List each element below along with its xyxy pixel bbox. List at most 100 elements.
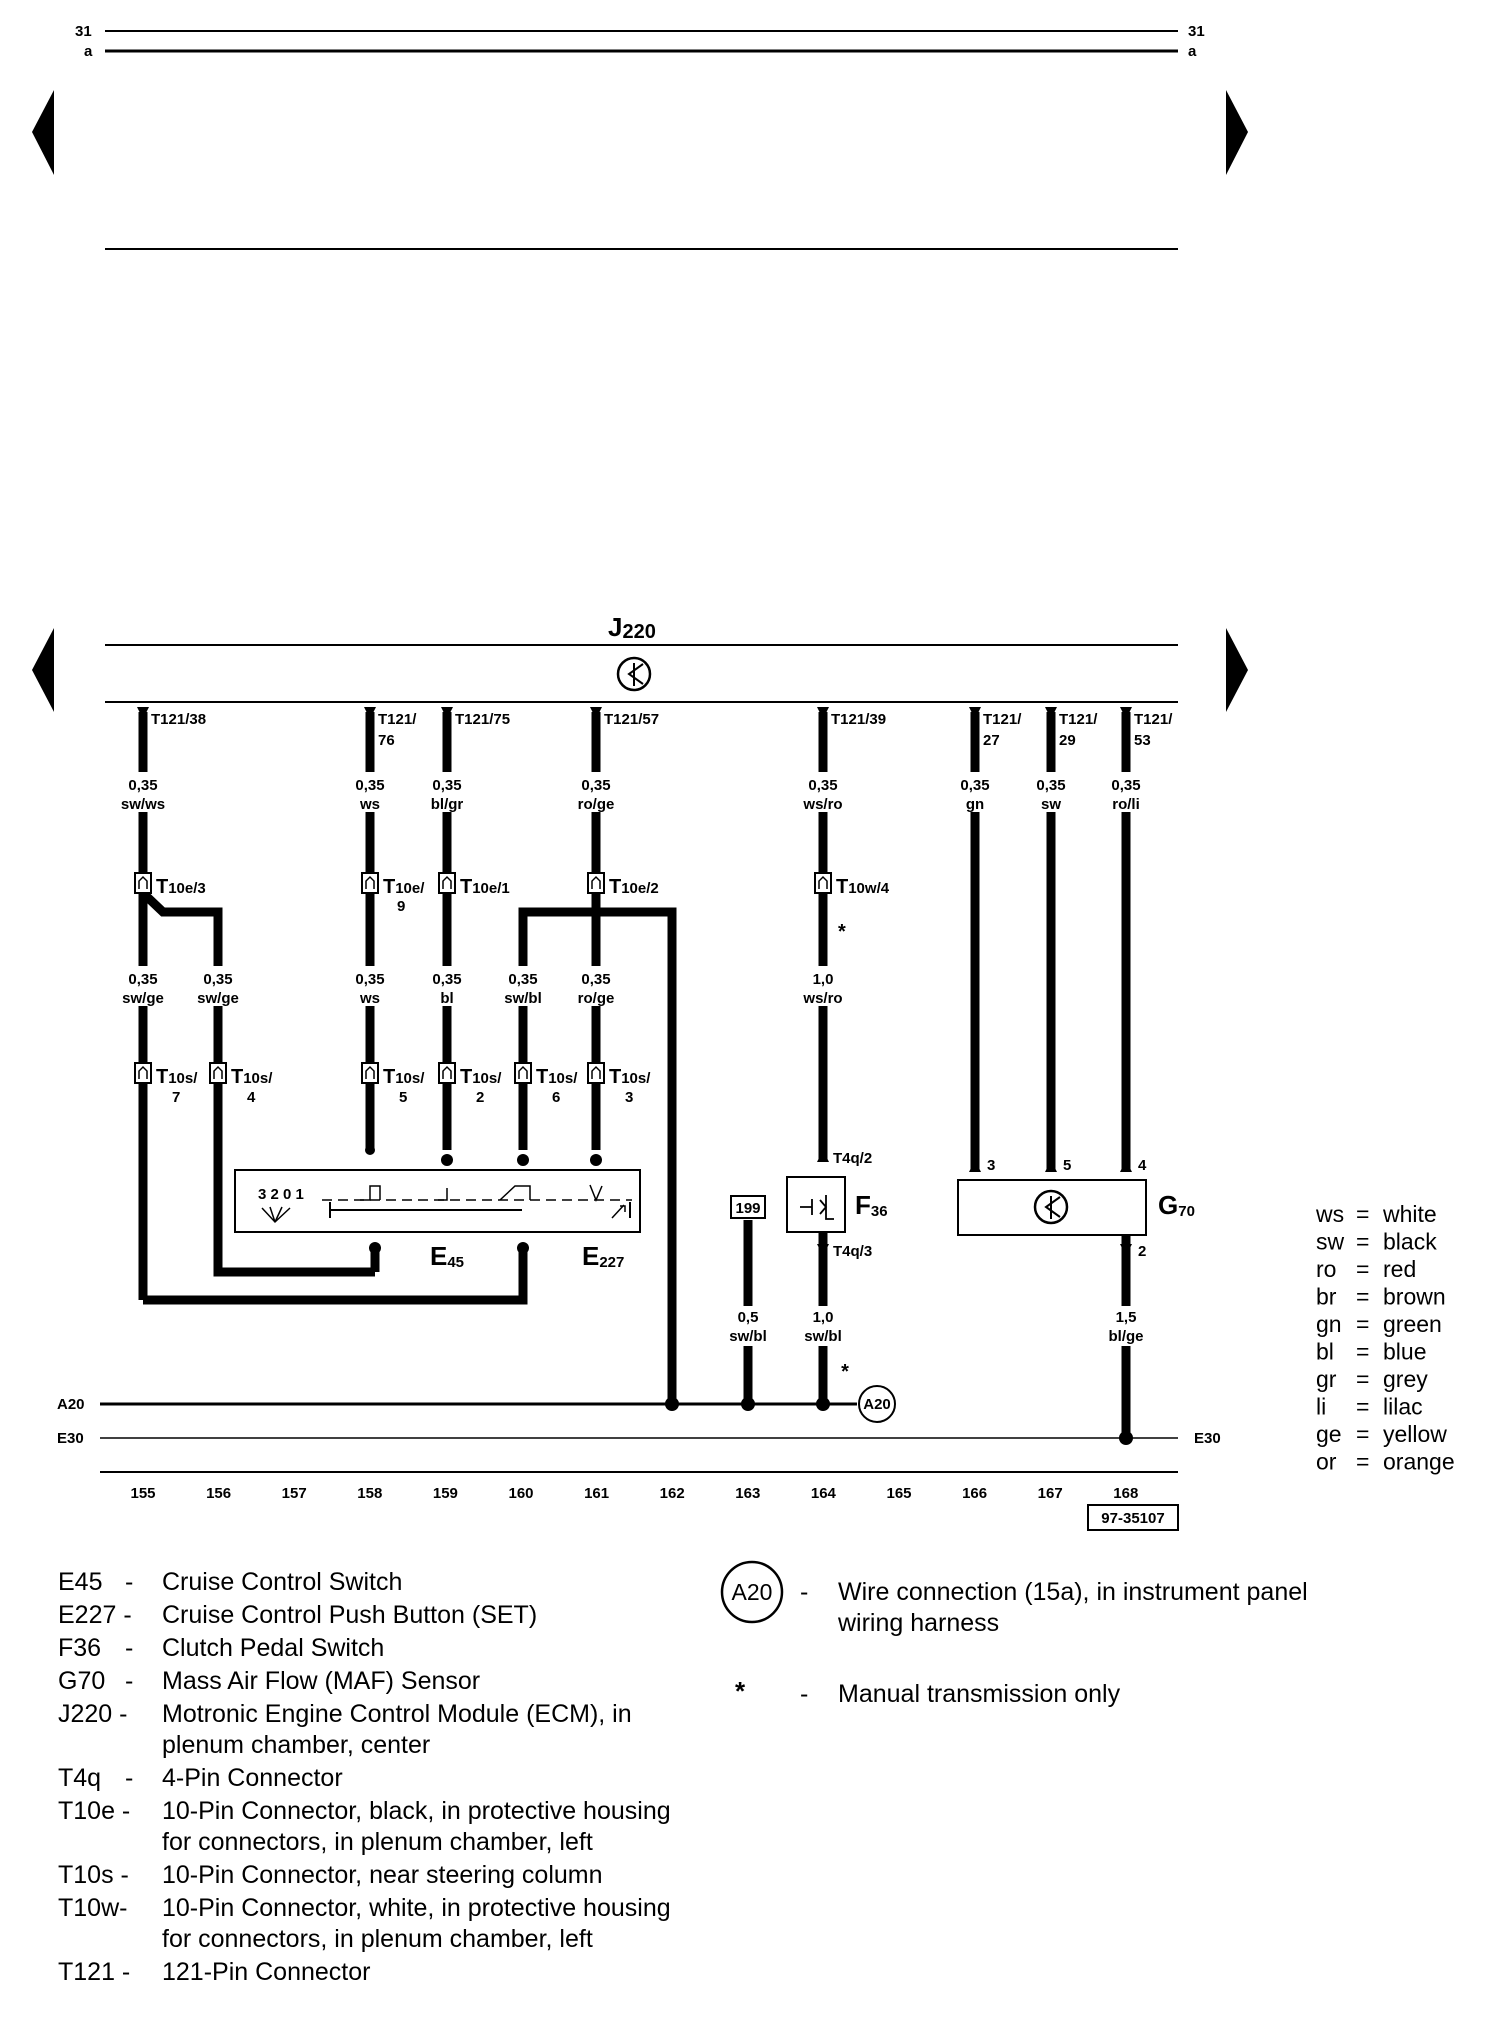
asterisk-marker: * [838, 921, 846, 943]
legend-code: F36 [58, 1634, 101, 1662]
column-number: 168 [1113, 1485, 1138, 1502]
column-number: 160 [508, 1485, 533, 1502]
svg-text:ro/ge: ro/ge [578, 796, 615, 813]
connector-label: T10e/1 [460, 876, 510, 898]
svg-text:0,35: 0,35 [581, 971, 610, 988]
legend-description: Cruise Control Push Button (SET) [162, 1601, 537, 1629]
svg-text:0,35: 0,35 [508, 971, 537, 988]
pin-label: T121/ [378, 711, 417, 728]
svg-text:0,5: 0,5 [738, 1309, 759, 1326]
a20-legend-icon [720, 1560, 784, 1624]
connector-pin: 9 [397, 898, 405, 915]
column-number: 167 [1038, 1485, 1063, 1502]
g70-label: G70 [1158, 1190, 1195, 1220]
legend-description: Wire connection (15a), in instrument pan… [838, 1578, 1308, 1606]
figure-id: 97-35107 [1101, 1510, 1164, 1527]
svg-text:sw/bl: sw/bl [504, 990, 542, 1007]
connector-label: T10s/ [609, 1066, 651, 1088]
color-code: ge [1316, 1421, 1342, 1447]
svg-text:0,35: 0,35 [432, 777, 461, 794]
color-equals: = [1356, 1229, 1369, 1255]
rail-label-a-left: a [84, 43, 93, 60]
svg-text:3: 3 [987, 1157, 995, 1174]
pin-label: T121/39 [831, 711, 886, 728]
svg-text:sw/ge: sw/ge [197, 990, 239, 1007]
asterisk-marker: * [841, 1361, 849, 1383]
mid-wire-specs: 0,35 sw/ge 0,35 sw/ge 0,35 ws 0,35 bl 0,… [118, 966, 848, 1007]
color-code: sw [1316, 1229, 1345, 1255]
connector-label: T10s/ [536, 1066, 578, 1088]
svg-text:1,5: 1,5 [1116, 1309, 1137, 1326]
legend-dash: - [125, 1634, 133, 1662]
svg-text:0,35: 0,35 [1111, 777, 1140, 794]
legend-description: Manual transmission only [838, 1680, 1121, 1708]
color-equals: = [1356, 1421, 1369, 1447]
legend-code: J220 - [58, 1700, 127, 1728]
color-name: green [1383, 1311, 1442, 1337]
next-page-arrow-icon-lower[interactable] [1226, 628, 1248, 712]
connector-pin: 2 [476, 1089, 484, 1106]
legend-description: 10-Pin Connector, near steering column [162, 1861, 603, 1889]
prev-page-arrow-icon[interactable] [32, 90, 54, 175]
pin-label: T121/ [1134, 711, 1173, 728]
bus-label-a20: A20 [57, 1396, 85, 1413]
color-equals: = [1356, 1256, 1369, 1282]
column-number: 159 [433, 1485, 458, 1502]
svg-text:ws: ws [359, 796, 380, 813]
ecm-j220: J220 [105, 612, 1178, 703]
column-number: 163 [735, 1485, 760, 1502]
ecm-label: J220 [608, 612, 656, 643]
header-rails: 31 a 31 a [75, 23, 1205, 250]
column-number: 156 [206, 1485, 231, 1502]
legend-description: Cruise Control Switch [162, 1568, 402, 1596]
prev-page-arrow-icon-lower[interactable] [32, 628, 54, 712]
svg-text:0,35: 0,35 [128, 971, 157, 988]
connector-label: T10s/ [383, 1066, 425, 1088]
svg-text:bl/ge: bl/ge [1108, 1328, 1143, 1345]
column-number: 155 [130, 1485, 155, 1502]
color-code: li [1316, 1394, 1326, 1420]
svg-text:1,0: 1,0 [813, 1309, 834, 1326]
legend-code: G70 [58, 1667, 105, 1695]
svg-text:0,35: 0,35 [1036, 777, 1065, 794]
svg-text:A20: A20 [863, 1396, 891, 1413]
color-equals: = [1356, 1201, 1369, 1227]
column-number: 161 [584, 1485, 609, 1502]
legend-code: T4q [58, 1764, 101, 1792]
svg-text:sw: sw [1041, 796, 1061, 813]
column-number: 162 [660, 1485, 685, 1502]
svg-text:ws/ro: ws/ro [802, 796, 842, 813]
color-code: bl [1316, 1339, 1334, 1365]
column-number: 158 [357, 1485, 382, 1502]
svg-text:sw/bl: sw/bl [804, 1328, 842, 1345]
legend-code: T10e - [58, 1797, 130, 1825]
pin-label: 27 [983, 732, 1000, 749]
legend-description: plenum chamber, center [162, 1731, 430, 1759]
t10s-connectors: T10s/ 7 T10s/ 4 T10s/ 5 T10s/ 2 T10s/ 6 … [134, 1062, 651, 1106]
pin-label: 76 [378, 732, 395, 749]
color-name: orange [1383, 1449, 1455, 1475]
color-equals: = [1356, 1339, 1369, 1365]
a20-connection-icon [858, 1385, 896, 1423]
color-equals: = [1356, 1394, 1369, 1420]
color-equals: = [1356, 1284, 1369, 1310]
svg-text:0,35: 0,35 [128, 777, 157, 794]
svg-text:5: 5 [1063, 1157, 1071, 1174]
connector-label: T10s/ [460, 1066, 502, 1088]
rail-label-31-left: 31 [75, 23, 92, 40]
svg-text:0,35: 0,35 [808, 777, 837, 794]
connector-label: T10s/ [156, 1066, 198, 1088]
svg-text:0,35: 0,35 [432, 971, 461, 988]
legend-description: Motronic Engine Control Module (ECM), in [162, 1700, 632, 1728]
color-name: black [1383, 1229, 1437, 1255]
column-number: 166 [962, 1485, 987, 1502]
color-code: br [1316, 1284, 1337, 1310]
bus-label-e30-right: E30 [1194, 1430, 1221, 1447]
electronics-icon [1033, 1189, 1069, 1225]
column-number: 157 [282, 1485, 307, 1502]
color-name: white [1382, 1201, 1437, 1227]
svg-text:ws/ro: ws/ro [802, 990, 842, 1007]
next-page-arrow-icon[interactable] [1226, 90, 1248, 175]
